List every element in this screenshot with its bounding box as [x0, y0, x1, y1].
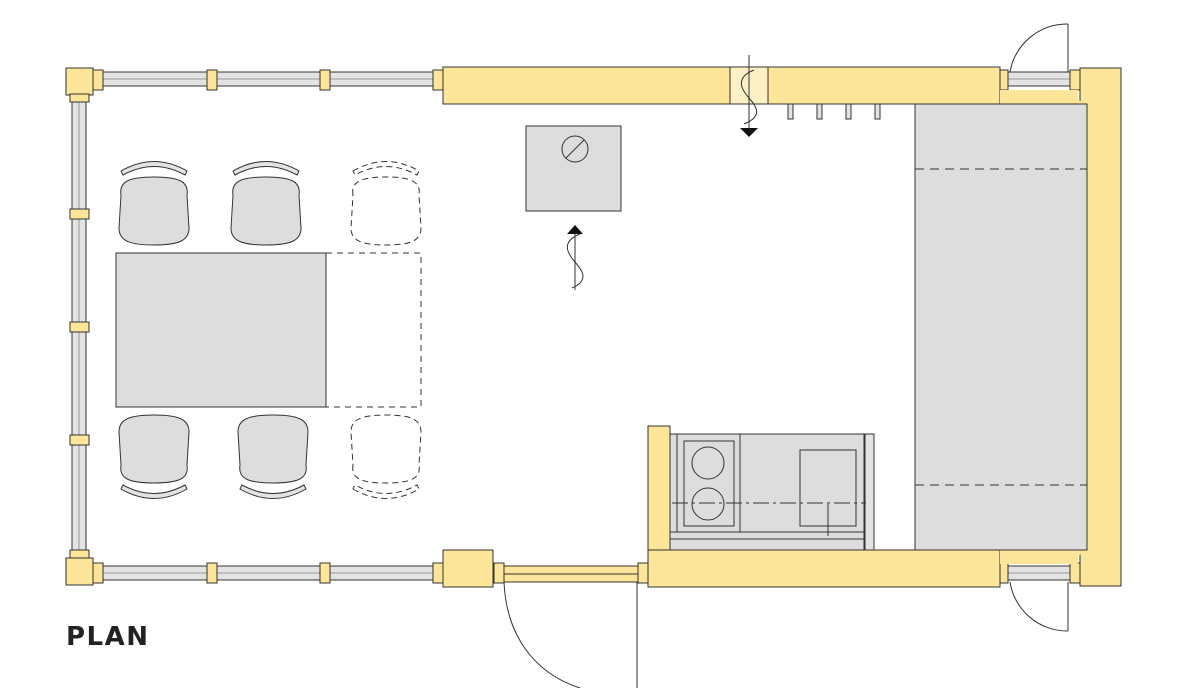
corner-posts — [65, 67, 94, 586]
chair-bottom-2 — [237, 414, 309, 499]
window-right-bottom — [1002, 565, 1076, 581]
door-threshold-bottom — [500, 565, 642, 583]
wall-top-left — [442, 66, 731, 105]
stove — [525, 125, 622, 212]
kitchen-sink — [799, 449, 857, 536]
flue-symbol-lower — [566, 225, 584, 290]
plan-title: PLAN — [66, 622, 150, 652]
door-entry — [503, 581, 638, 688]
flue-symbol-upper — [740, 55, 758, 137]
bed-nook-wall — [1000, 90, 1088, 564]
window-top-left — [96, 71, 438, 87]
window-right-top — [1002, 71, 1076, 87]
dining-table — [115, 252, 422, 408]
wall-top-right — [767, 66, 1001, 105]
partition-wall — [647, 425, 671, 551]
door-right-bottom — [1009, 581, 1069, 632]
wall-bottom-right — [647, 549, 1001, 588]
chair-top-3-optional — [350, 161, 422, 246]
window-bottom-left — [96, 565, 438, 581]
wall-hooks — [787, 103, 881, 120]
bed — [914, 103, 1088, 551]
chair-top-1 — [118, 161, 190, 246]
chair-bottom-3-optional — [350, 414, 422, 499]
door-right-top — [1009, 23, 1069, 73]
wall-bottom-post — [442, 549, 494, 588]
chair-bottom-1 — [118, 414, 190, 499]
cooktop — [676, 433, 741, 533]
chair-top-2 — [230, 161, 302, 246]
